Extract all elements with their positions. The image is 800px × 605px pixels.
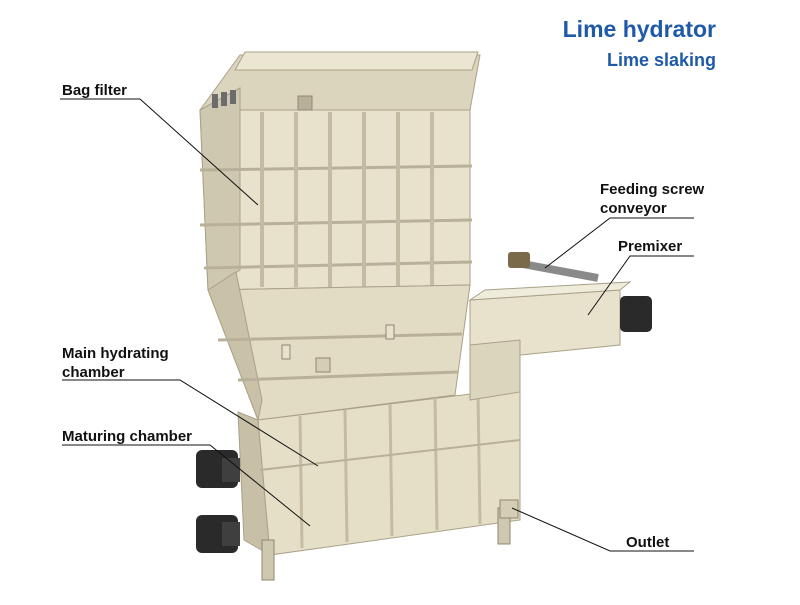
hopper-inspection-door <box>315 357 331 373</box>
hopper-section <box>207 271 471 422</box>
label-outlet: Outlet <box>626 533 669 552</box>
hopper-side <box>207 271 263 422</box>
leader-outlet <box>511 507 694 552</box>
trough-ribs <box>298 392 482 549</box>
label-feeding-screw-line2: conveyor <box>600 200 667 217</box>
leader-bag-filter <box>60 98 259 206</box>
premixer-chute <box>469 339 521 401</box>
bag-filter-ribs <box>260 112 434 287</box>
valve-manifold <box>212 90 236 108</box>
label-bag-filter-text: Bag filter <box>62 82 128 99</box>
leader-main-hydrating <box>62 379 319 467</box>
label-maturing-chamber-text: Maturing chamber <box>62 428 193 445</box>
premixer-top <box>468 281 632 301</box>
leader-maturing <box>62 444 311 527</box>
label-main-hydrating-line2: chamber <box>62 364 125 381</box>
diagram-title: Lime hydrator <box>562 16 716 42</box>
leader-premixer <box>587 255 694 316</box>
bag-filter-roof-top <box>234 51 479 71</box>
hopper-stiffeners <box>217 332 463 382</box>
feeding-screw-unit <box>508 252 599 282</box>
label-outlet-text: Outlet <box>626 534 670 551</box>
label-bag-filter: Bag filter <box>62 81 127 100</box>
trough-section <box>237 387 521 581</box>
label-premixer-text: Premixer <box>618 238 683 255</box>
label-main-hydrating-chamber: Main hydrating chamber <box>62 344 169 382</box>
drive-motors <box>196 450 240 553</box>
inspection-hatch <box>297 95 313 111</box>
label-feeding-screw-conveyor: Feeding screw conveyor <box>600 180 704 218</box>
outlet-spout <box>499 499 519 519</box>
label-maturing-chamber: Maturing chamber <box>62 427 192 446</box>
premixer-unit <box>468 281 652 401</box>
leader-lines <box>60 98 694 552</box>
hopper-nozzles <box>281 324 395 360</box>
trough-seam <box>259 439 521 471</box>
diagram-subtitle: Lime slaking <box>606 50 716 70</box>
label-main-hydrating-line1: Main hydrating <box>62 345 169 362</box>
leader-feeding-screw <box>544 217 694 269</box>
premixer-drive <box>620 296 652 332</box>
label-premixer: Premixer <box>618 237 682 256</box>
bag-filter-side <box>199 87 241 291</box>
bag-filter-unit <box>199 51 481 291</box>
screw-motor <box>508 252 530 268</box>
label-feeding-screw-line1: Feeding screw <box>600 181 705 198</box>
bag-filter-stiffeners <box>199 164 473 270</box>
